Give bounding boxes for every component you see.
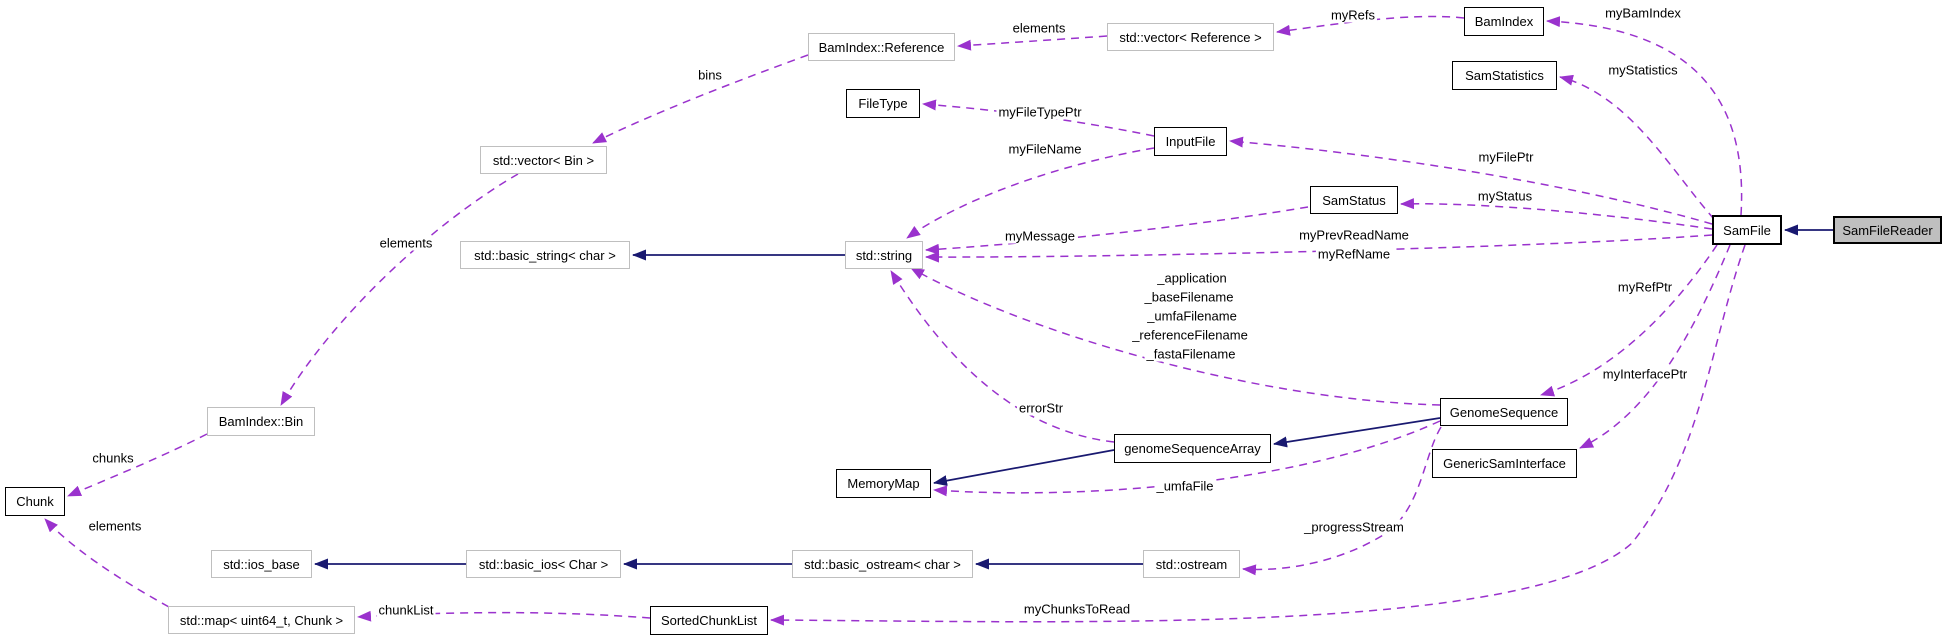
node-ios-base[interactable]: std::ios_base (211, 550, 312, 578)
edge-myfilename (906, 147, 1155, 239)
edge-label-elements-bins: elements (377, 235, 435, 251)
node-genomesequence[interactable]: GenomeSequence (1440, 398, 1568, 426)
edge-genomesequence-inherits-gsarray (1273, 417, 1441, 448)
edge-elements-bin (280, 173, 519, 406)
edge-label-myfileptr: myFilePtr (1476, 149, 1536, 165)
node-map-chunk[interactable]: std::map< uint64_t, Chunk > (168, 606, 355, 634)
edge-label-mymessage: myMessage (1002, 228, 1078, 244)
edge-gsarray-inherits-memorymap (933, 449, 1115, 487)
node-bamindex-reference[interactable]: BamIndex::Reference (808, 33, 955, 61)
edge-label-elements-references: elements (1010, 20, 1068, 36)
node-basic-ios[interactable]: std::basic_ios< Char > (466, 550, 621, 578)
edge-label-progressstream: _progressStream (1302, 519, 1406, 535)
edge-label-umfafilename: _umfaFilename (1145, 308, 1239, 324)
node-std-string[interactable]: std::string (845, 241, 923, 269)
edge-mychunkstoread (770, 244, 1746, 626)
edge-elements-chunk (44, 518, 170, 608)
edge-label-chunklist: chunkList (376, 602, 436, 618)
edge-label-myprevreadname: myPrevReadName (1297, 227, 1411, 243)
edge-progressstream (1242, 426, 1442, 576)
node-vector-reference[interactable]: std::vector< Reference > (1107, 23, 1274, 51)
edge-label-bins: bins (696, 67, 724, 83)
node-memorymap[interactable]: MemoryMap (836, 469, 931, 498)
edge-label-errorstr: errorStr (1016, 400, 1066, 416)
edge-label-myrefs: myRefs (1328, 7, 1378, 23)
node-basic-string[interactable]: std::basic_string< char > (460, 241, 630, 269)
edge-label-basefilename: _baseFilename (1142, 289, 1236, 305)
edge-label-mybamindex: myBamIndex (1603, 5, 1683, 21)
edge-myfileptr (1229, 136, 1713, 225)
edge-myinterfaceptr (1579, 244, 1731, 449)
node-vector-bin[interactable]: std::vector< Bin > (480, 146, 607, 174)
node-samfile[interactable]: SamFile (1712, 215, 1782, 245)
edge-label-mychunkstoread: myChunksToRead (1021, 601, 1133, 617)
node-ostream[interactable]: std::ostream (1143, 550, 1240, 578)
node-genericsaminterface[interactable]: GenericSamInterface (1432, 449, 1577, 478)
edge-chunks (67, 433, 208, 497)
node-samfilereader[interactable]: SamFileReader (1833, 216, 1942, 244)
node-genomesequencearray[interactable]: genomeSequenceArray (1114, 434, 1271, 463)
edge-mymessage (925, 206, 1309, 255)
edge-myrefptr (1540, 244, 1718, 397)
node-inputfile[interactable]: InputFile (1154, 127, 1227, 156)
edge-label-chunks: chunks (90, 450, 136, 466)
edge-label-myfilename: myFileName (1006, 141, 1084, 157)
edge-mybamindex (1546, 16, 1743, 216)
edge-bins (592, 54, 809, 144)
edge-mystatistics (1559, 74, 1715, 220)
edge-label-myinterfaceptr: myInterfacePtr (1600, 366, 1690, 382)
edge-label-umfafile: _umfaFile (1154, 478, 1216, 494)
edge-label-myfiletypeptr: myFileTypePtr (996, 104, 1084, 120)
edge-label-application: _application (1155, 270, 1229, 286)
node-chunk[interactable]: Chunk (5, 487, 65, 516)
edge-label-mystatus: myStatus (1475, 188, 1535, 204)
node-bamindex[interactable]: BamIndex (1464, 7, 1544, 36)
edge-elements-reference (957, 35, 1108, 51)
node-sortedchunklist[interactable]: SortedChunkList (650, 606, 768, 635)
node-samstatistics[interactable]: SamStatistics (1452, 61, 1557, 90)
edge-label-elements-chunks: elements (86, 518, 144, 534)
edge-errorstr (890, 270, 1115, 443)
edge-label-myrefptr: myRefPtr (1615, 279, 1675, 295)
edge-label-mystatistics: myStatistics (1606, 62, 1680, 78)
edge-myrefs (1276, 15, 1465, 36)
node-basic-ostream[interactable]: std::basic_ostream< char > (792, 550, 973, 578)
node-filetype[interactable]: FileType (846, 89, 920, 118)
edge-mystatus (1400, 198, 1713, 230)
edge-label-referencefilename: _referenceFilename (1130, 327, 1250, 343)
edge-label-myrefname: myRefName (1315, 246, 1393, 262)
node-samstatus[interactable]: SamStatus (1310, 186, 1398, 214)
node-bamindex-bin[interactable]: BamIndex::Bin (207, 407, 315, 436)
edge-label-fastafilename: _fastaFilename (1144, 346, 1238, 362)
